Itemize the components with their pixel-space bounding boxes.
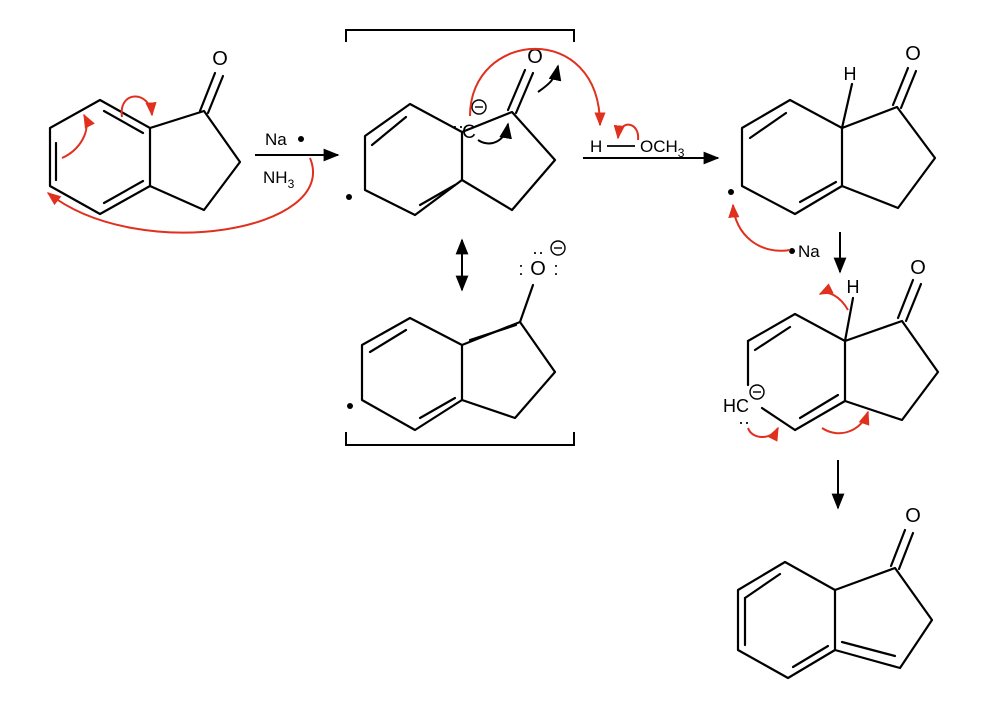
curly-arrows-molecule-2 [469,47,606,145]
carbonyl-oxygen-label-2: O [527,46,543,68]
carbanion-hc-label: HC [723,396,749,416]
molecule-indanone: O [48,48,242,216]
molecule-product: O [736,505,934,680]
enolate-oxygen-label: O [530,258,546,280]
negative-charge-circle [471,99,487,115]
reaction-arrow-2: H OCH3 [583,123,720,165]
radical-dot-4 [728,189,734,195]
enolate-oxygen-pair-top: ·· [532,242,544,262]
enolate-oxygen-pair-right: : [553,259,558,279]
carbanion-lone-pair: ·· [452,116,464,136]
radical-dot-3 [347,403,353,409]
carbonyl-oxygen-label-6: O [905,505,921,527]
carbonyl-oxygen-label-5: O [910,257,926,279]
methanol-hydrogen: H [590,137,602,156]
carbanion-negative-circle [749,384,765,400]
bracket-top [345,29,575,42]
molecule-ketyl-radical-anion: O C ·· [346,46,557,217]
curly-arrows-molecule-1 [46,95,314,234]
sodium-electron-transfer: Na [728,203,820,261]
reagent-sodium-2: Na [798,242,820,261]
hydrogen-label-5: H [847,277,860,297]
carbanion-lone-pair-5: ·· [738,412,750,432]
hydrogen-label: H [844,64,857,84]
molecule-protonated-radical: H O [728,43,937,216]
sodium-radical-dot-2 [789,248,795,254]
sodium-radical-dot [298,136,304,142]
enolate-negative-charge-circle [550,240,566,256]
enolate-oxygen-pair-left: : [518,259,523,279]
molecule-enolate-resonance: O : : ·· [347,240,566,432]
reaction-arrow-1: Na NH3 [255,130,340,191]
reagent-ammonia: NH3 [263,168,295,191]
carbonyl-oxygen-label: O [212,48,228,70]
radical-dot-2 [346,194,352,200]
curly-arrows-molecule-5 [747,283,870,442]
carbonyl-oxygen-label-4: O [905,43,921,65]
methanol-och3: OCH3 [640,137,685,160]
molecule-carbanion: H O HC ·· [723,257,940,432]
bracket-bottom [345,432,575,446]
reagent-sodium: Na [265,130,287,149]
carbanion-carbon-label: C [462,122,476,143]
